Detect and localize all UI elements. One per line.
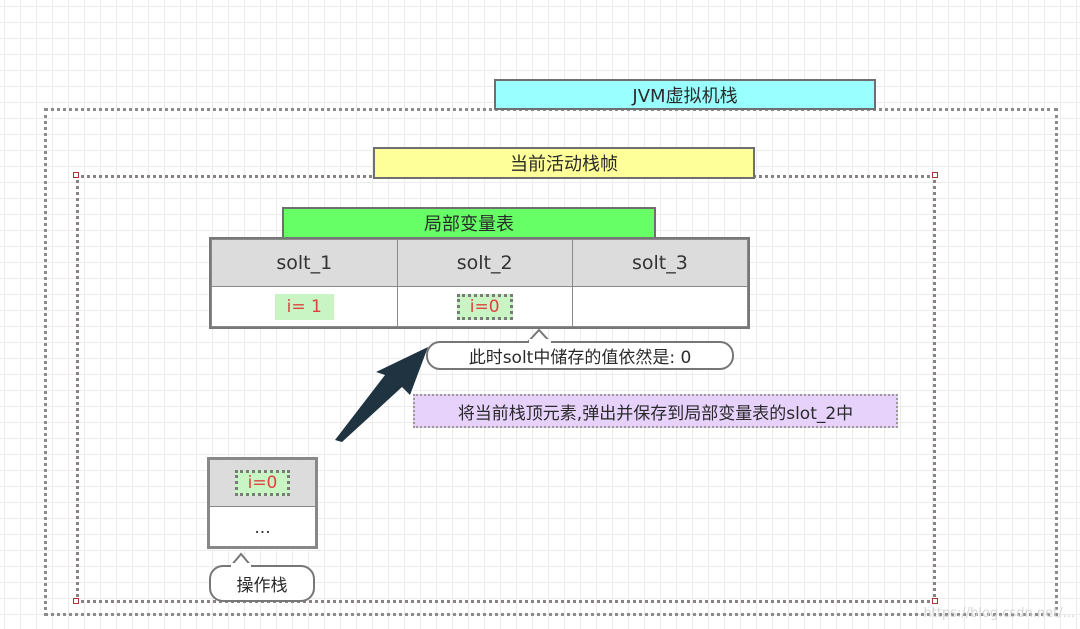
slot-header-3: solt_3: [571, 239, 749, 287]
operand-stack-rest: ...: [254, 517, 271, 538]
resize-handle-tr[interactable]: [932, 172, 938, 178]
resize-handle-br[interactable]: [932, 598, 938, 604]
operand-top-value: i=0: [234, 470, 291, 496]
operand-stack-top: i=0: [210, 460, 315, 507]
local-var-table: solt_1 solt_2 solt_3 i= 1 i=0: [209, 237, 750, 329]
slot-2-value: i=0: [456, 293, 513, 320]
slot-header-1: solt_1: [211, 239, 398, 287]
pop-arrow: [335, 347, 428, 442]
slot-cell-2: i=0: [396, 286, 573, 327]
jvm-stack-title: JVM虚拟机栈: [494, 79, 876, 110]
pop-instruction-note: 将当前栈顶元素,弹出并保存到局部变量表的slot_2中: [413, 394, 898, 428]
slot-value-callout: 此时solt中储存的值依然是: 0: [426, 341, 734, 370]
callout-tail-mask: [529, 339, 551, 343]
slot-header-2: solt_2: [396, 239, 573, 287]
operand-stack-label: 操作栈: [209, 565, 315, 602]
operand-stack: i=0 ...: [207, 457, 318, 549]
resize-handle-bl[interactable]: [73, 598, 79, 604]
stack-label-tail-mask: [231, 563, 251, 567]
local-var-table-title: 局部变量表: [282, 207, 656, 239]
resize-handle-tl[interactable]: [73, 172, 79, 178]
watermark: https://blog.csdn.net/...: [923, 606, 1075, 621]
current-frame-title: 当前活动栈帧: [373, 147, 755, 179]
slot-cell-3: [571, 286, 749, 327]
slot-cell-1: i= 1: [211, 286, 398, 327]
slot-1-value: i= 1: [274, 293, 334, 320]
